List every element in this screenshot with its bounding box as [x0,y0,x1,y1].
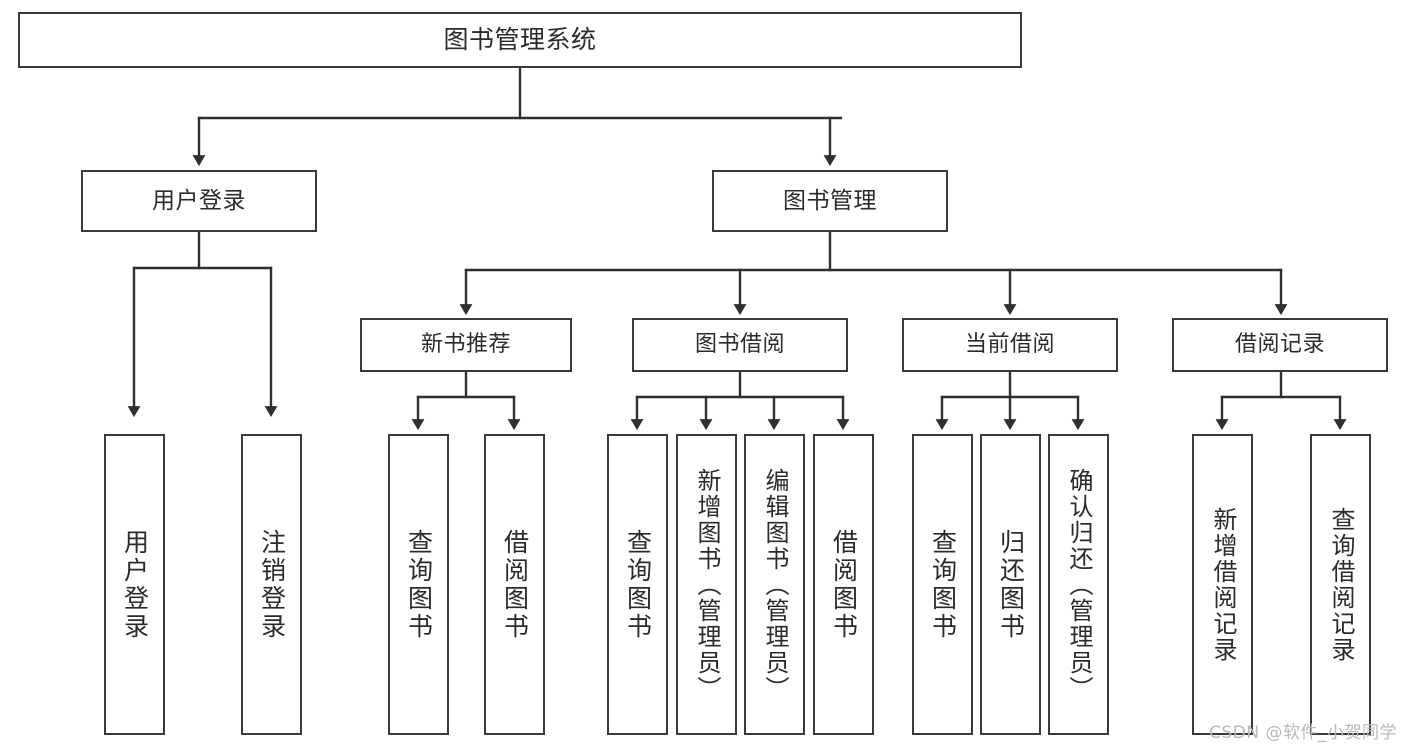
leaf-borrow-book[interactable]: 借阅图书 [813,434,874,735]
node-book-borrow[interactable]: 图书借阅 [632,318,848,372]
node-label: 借阅图书 [829,528,859,641]
node-label: 查询图书 [404,528,434,641]
node-label: 编辑图书（管理员） [760,467,789,702]
node-label: 新书推荐 [420,332,511,358]
leaf-user-logout[interactable]: 注销登录 [241,434,302,735]
node-label: 新增借阅记录 [1208,506,1237,663]
leaf-query-book-borrow[interactable]: 查询图书 [607,434,668,735]
node-label: 确认归还（管理员） [1064,467,1093,702]
node-label: 当前借阅 [964,332,1055,358]
node-label: 注销登录 [257,528,287,641]
leaf-borrow-book-recommend[interactable]: 借阅图书 [484,434,545,735]
leaf-user-login[interactable]: 用户登录 [104,434,165,735]
leaf-add-borrow-record[interactable]: 新增借阅记录 [1192,434,1253,735]
node-user-login[interactable]: 用户登录 [81,170,317,232]
node-label: 图书借阅 [694,332,785,358]
leaf-confirm-return-admin[interactable]: 确认归还（管理员） [1048,434,1109,735]
node-label: 查询借阅记录 [1326,506,1355,663]
leaf-query-book-recommend[interactable]: 查询图书 [388,434,449,735]
node-label: 借阅记录 [1234,332,1325,358]
leaf-query-book-current[interactable]: 查询图书 [912,434,973,735]
node-label: 查询图书 [623,528,653,641]
node-new-book-recommend[interactable]: 新书推荐 [360,318,572,372]
node-label: 图书管理 [783,187,877,214]
node-label: 用户登录 [152,187,246,214]
node-label: 图书管理系统 [443,25,597,55]
node-root-book-management-system[interactable]: 图书管理系统 [18,12,1022,68]
leaf-return-book[interactable]: 归还图书 [980,434,1041,735]
node-borrow-record[interactable]: 借阅记录 [1172,318,1388,372]
leaf-query-borrow-record[interactable]: 查询借阅记录 [1310,434,1371,735]
watermark: CSDN @软件_小贺同学 [1209,723,1397,743]
leaf-add-book-admin[interactable]: 新增图书（管理员） [676,434,737,735]
leaf-edit-book-admin[interactable]: 编辑图书（管理员） [744,434,805,735]
node-label: 归还图书 [996,528,1026,641]
node-label: 新增图书（管理员） [692,467,721,702]
node-current-borrow[interactable]: 当前借阅 [902,318,1118,372]
node-book-management[interactable]: 图书管理 [712,170,948,232]
node-label: 查询图书 [928,528,958,641]
node-label: 借阅图书 [500,528,530,641]
node-label: 用户登录 [120,528,150,641]
